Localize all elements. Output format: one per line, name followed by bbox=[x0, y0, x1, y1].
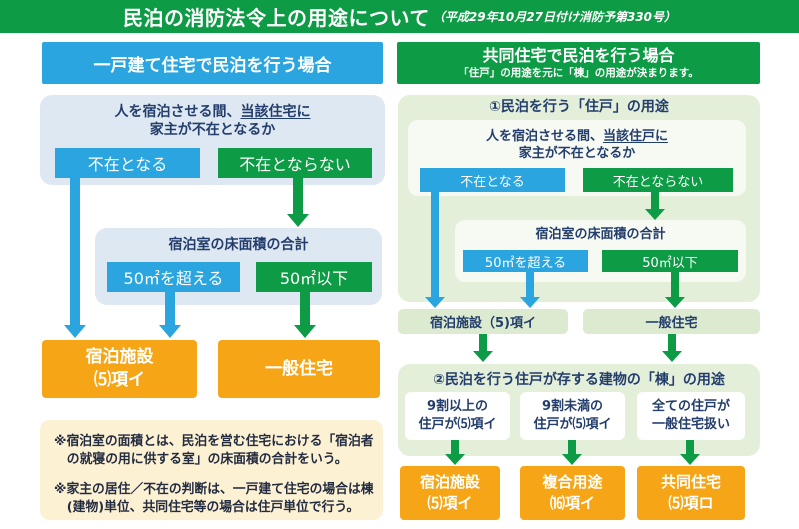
detached-absence-panel: 人を宿泊させる間、当該住宅に 家主が不在となるか 不在となる 不在とならない bbox=[40, 95, 385, 185]
condition-90-or-more: 9割以上の 住戸が⑸項イ bbox=[405, 392, 510, 440]
unit-usage-title: ①民泊を行う「住戸」の用途 bbox=[489, 99, 669, 115]
notes-box: ※宿泊室の面積とは、民泊を営む住宅における「宿泊者の就寝の用に供する室」の床面積… bbox=[40, 420, 383, 520]
condition-line-2: 住戸が⑸項イ bbox=[418, 417, 497, 432]
page-title-reference: （平成29年10月27日付け消防予第330号） bbox=[432, 10, 677, 24]
unit-area-question: 宿泊室の床面積の合計 bbox=[535, 227, 666, 242]
owner-absent-option: 不在となる bbox=[55, 148, 200, 178]
condition-line-1: 9割以上の bbox=[426, 399, 489, 414]
unit-owner-present-option: 不在とならない bbox=[583, 168, 733, 192]
condition-under-90: 9割未満の 住戸が⑸項イ bbox=[520, 392, 625, 440]
result-category: ⑸項イ bbox=[94, 370, 145, 390]
apartment-header-subtitle: 「住戸」の用途を元に「棟」の用途が決まります。 bbox=[458, 67, 699, 79]
note-floor-area: ※宿泊室の面積とは、民泊を営む住宅における「宿泊者の就寝の用に供する室」の床面積… bbox=[54, 434, 374, 467]
arrow-detached-absent-to-lodging bbox=[64, 178, 86, 338]
building-result-apartment: 共同住宅 ⑸項ロ bbox=[637, 466, 745, 520]
unit-absence-panel: 人を宿泊させる間、当該住戸に 家主が不在となるか 不在となる 不在とならない bbox=[408, 120, 746, 196]
condition-line-2: 一般住宅扱い bbox=[651, 417, 730, 432]
unit-usage-panel: ①民泊を行う「住戸」の用途 人を宿泊させる間、当該住戸に 家主が不在となるか 不… bbox=[398, 95, 760, 302]
unit-result-lodging: 宿泊施設（5)項イ bbox=[398, 309, 568, 334]
apartment-header: 共同住宅で民泊を行う場合 「住戸」の用途を元に「棟」の用途が決まります。 bbox=[397, 42, 760, 84]
result-label: 共同住宅 bbox=[660, 473, 721, 491]
arrow-unit-lodging-to-building bbox=[473, 334, 493, 362]
note-owner-residence: ※家主の居住／不在の判断は、一戸建て住宅の場合は棟(建物)単位、共同住宅等の場合… bbox=[54, 482, 374, 515]
title-bar: 民泊の消防法令上の用途について （平成29年10月27日付け消防予第330号） bbox=[0, 0, 799, 33]
result-ordinary-house: 一般住宅 bbox=[218, 340, 380, 398]
owner-present-option: 不在とならない bbox=[218, 148, 372, 178]
result-label: 宿泊施設 bbox=[419, 473, 480, 491]
question-prefix: 人を宿泊させる間、 bbox=[114, 104, 241, 120]
question-prefix: 人を宿泊させる間、 bbox=[485, 129, 603, 144]
question-line-1: 人を宿泊させる間、当該住戸に bbox=[408, 128, 746, 145]
arrow-detached-present-to-area bbox=[287, 178, 309, 227]
unit-owner-absent-option: 不在となる bbox=[420, 168, 565, 192]
arrow-unit-house-to-building bbox=[662, 334, 682, 362]
unit-area-under-50-option: 50㎡以下 bbox=[602, 250, 738, 272]
area-over-50-option: 50㎡を超える bbox=[107, 262, 240, 292]
result-label: 一般住宅 bbox=[265, 358, 333, 379]
building-result-mixed-use: 複合用途 ⒃項イ bbox=[520, 466, 625, 520]
condition-line-1: 全ての住戸が bbox=[651, 399, 730, 414]
unit-absence-question: 人を宿泊させる間、当該住戸に 家主が不在となるか bbox=[408, 128, 746, 162]
condition-line-1: 9割未満の bbox=[541, 399, 604, 414]
result-category: ⒃項イ bbox=[549, 494, 595, 512]
result-category: ⑸項ロ bbox=[668, 494, 714, 512]
detached-absence-question: 人を宿泊させる間、当該住宅に 家主が不在となるか bbox=[40, 103, 385, 139]
condition-all-ordinary: 全ての住戸が 一般住宅扱い bbox=[637, 392, 745, 440]
apartment-header-label: 共同住宅で民泊を行う場合 bbox=[482, 46, 675, 65]
condition-line-2: 住戸が⑸項イ bbox=[533, 417, 612, 432]
page-title: 民泊の消防法令上の用途について bbox=[122, 6, 430, 30]
building-usage-panel: ②民泊を行う住戸が存する建物の「棟」の用途 9割以上の 住戸が⑸項イ 9割未満の… bbox=[398, 364, 760, 456]
result-category: ⑸項イ bbox=[427, 494, 473, 512]
unit-area-over-50-option: 50㎡を超える bbox=[463, 250, 588, 272]
question-underlined-term: 当該住宅に bbox=[240, 104, 311, 120]
area-question: 宿泊室の床面積の合計 bbox=[168, 237, 309, 253]
question-line-2: 家主が不在となるか bbox=[149, 122, 276, 138]
detached-house-header-label: 一戸建て住宅で民泊を行う場合 bbox=[93, 55, 332, 76]
unit-area-panel: 宿泊室の床面積の合計 50㎡を超える 50㎡以下 bbox=[455, 220, 746, 282]
result-label: 複合用途 bbox=[542, 473, 603, 491]
unit-result-ordinary-house: 一般住宅 bbox=[583, 309, 760, 334]
building-result-lodging: 宿泊施設 ⑸項イ bbox=[400, 466, 500, 520]
question-underlined-term: 当該住戸に bbox=[603, 129, 669, 144]
detached-house-header: 一戸建て住宅で民泊を行う場合 bbox=[42, 42, 383, 84]
result-lodging-facility: 宿泊施設 ⑸項イ bbox=[42, 340, 197, 398]
result-label: 宿泊施設 bbox=[85, 347, 154, 367]
detached-area-panel: 宿泊室の床面積の合計 50㎡を超える 50㎡以下 bbox=[95, 228, 382, 305]
question-line-2: 家主が不在となるか bbox=[518, 146, 636, 161]
building-usage-title: ②民泊を行う住戸が存する建物の「棟」の用途 bbox=[433, 372, 725, 388]
area-under-50-option: 50㎡以下 bbox=[256, 262, 372, 292]
question-line-1: 人を宿泊させる間、当該住宅に bbox=[40, 103, 385, 121]
